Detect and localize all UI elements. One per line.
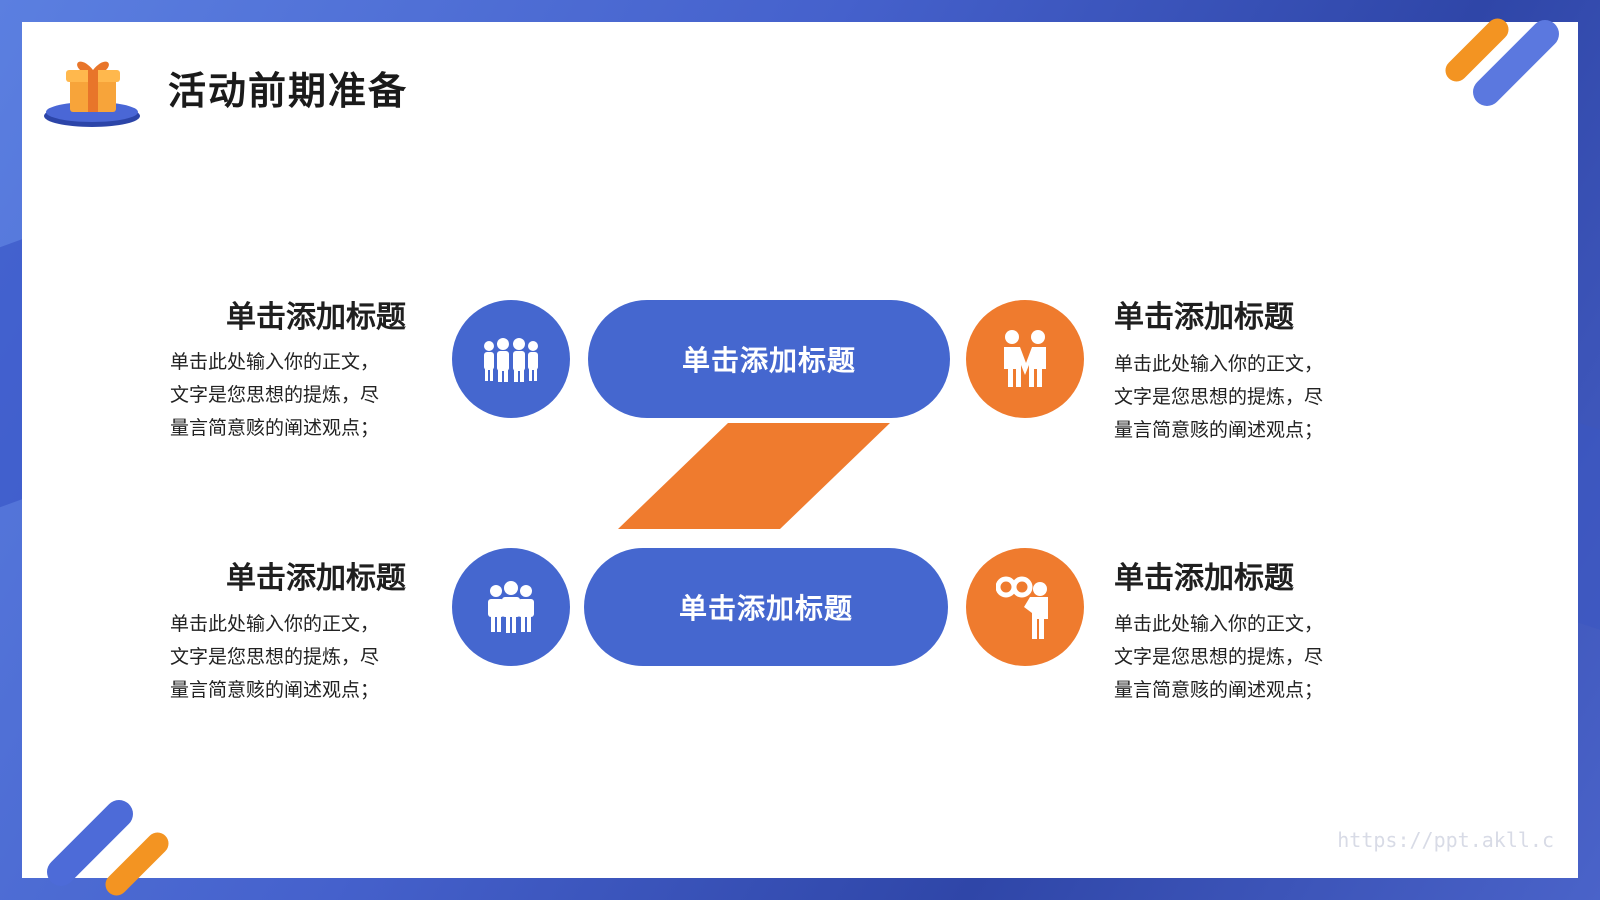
item-title[interactable]: 单击添加标题: [226, 561, 406, 596]
body-line: 文字是您思想的提炼，尽: [1114, 646, 1324, 668]
gift-box-icon: [44, 61, 140, 127]
watermark: https://ppt.akll.c: [1337, 828, 1554, 852]
handshake-people-icon: [966, 300, 1084, 418]
item-body[interactable]: 单击此处输入你的正文， 文字是您思想的提炼，尽 量言简意赅的阐述观点；: [1114, 608, 1384, 707]
body-line: 量言简意赅的阐述观点；: [170, 679, 380, 701]
body-line: 单击此处输入你的正文，: [1114, 353, 1324, 375]
item-body[interactable]: 单击此处输入你的正文， 文字是您思想的提炼，尽 量言简意赅的阐述观点；: [1114, 348, 1384, 447]
item-body[interactable]: 单击此处输入你的正文， 文字是您思想的提炼，尽 量言简意赅的阐述观点；: [170, 346, 440, 445]
body-line: 文字是您思想的提炼，尽: [170, 646, 380, 668]
body-line: 量言简意赅的阐述观点；: [170, 417, 380, 439]
body-line: 量言简意赅的阐述观点；: [1114, 679, 1324, 701]
item-title[interactable]: 单击添加标题: [1114, 300, 1294, 335]
center-title-pill[interactable]: 单击添加标题: [588, 300, 950, 418]
connector-parallelogram: [618, 423, 890, 529]
body-line: 量言简意赅的阐述观点；: [1114, 419, 1324, 441]
binoculars-person-icon: [966, 548, 1084, 666]
team-group-icon: [452, 300, 570, 418]
body-line: 文字是您思想的提炼，尽: [1114, 386, 1324, 408]
item-body[interactable]: 单击此处输入你的正文， 文字是您思想的提炼，尽 量言简意赅的阐述观点；: [170, 608, 440, 707]
body-line: 单击此处输入你的正文，: [1114, 613, 1324, 635]
item-title[interactable]: 单击添加标题: [1114, 561, 1294, 596]
center-title-pill[interactable]: 单击添加标题: [584, 548, 948, 666]
item-title[interactable]: 单击添加标题: [226, 300, 406, 335]
body-line: 单击此处输入你的正文，: [170, 351, 380, 373]
body-line: 单击此处输入你的正文，: [170, 613, 380, 635]
page-title: 活动前期准备: [168, 69, 409, 113]
body-line: 文字是您思想的提炼，尽: [170, 384, 380, 406]
team-business-icon: [452, 548, 570, 666]
